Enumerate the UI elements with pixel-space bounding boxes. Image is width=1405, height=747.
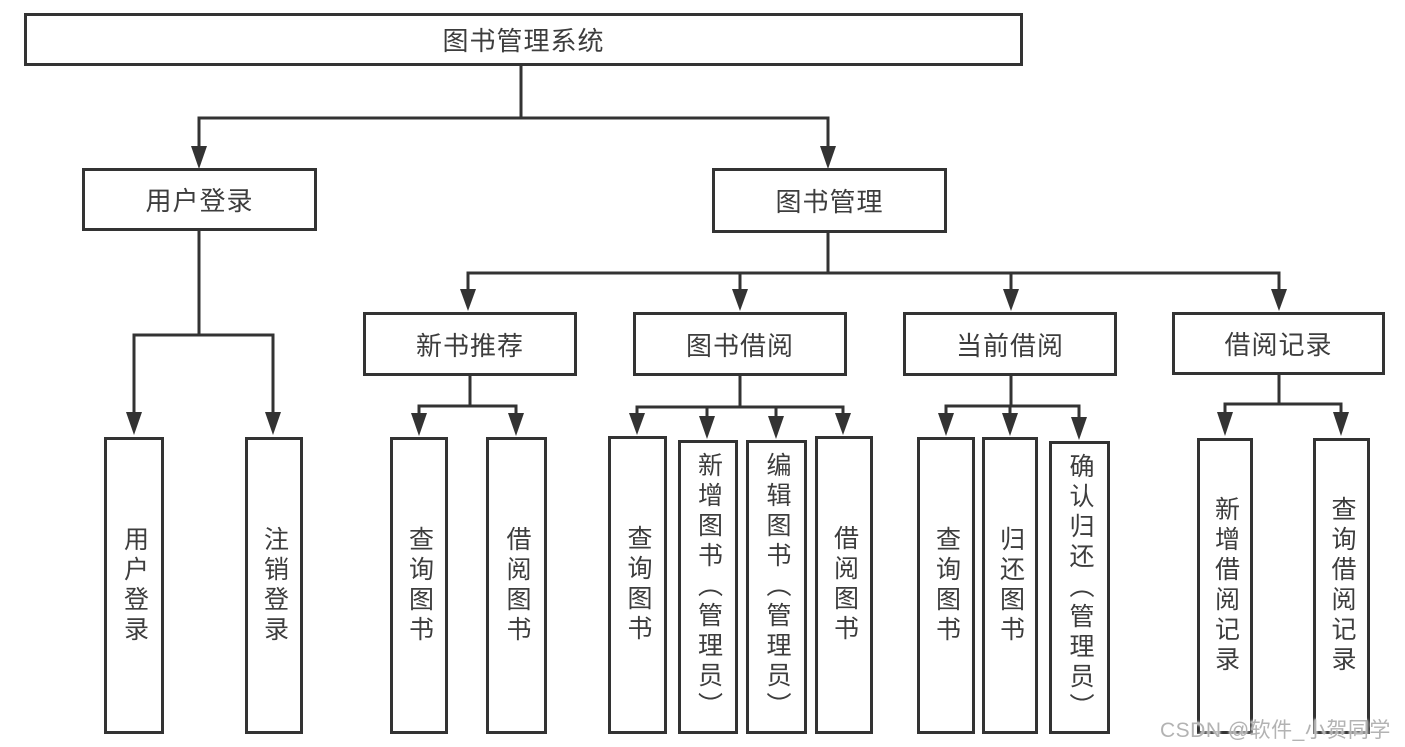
node-user-login: 用户登录 bbox=[82, 168, 317, 231]
leaf-query-books-recommend: 查询图书 bbox=[390, 437, 448, 734]
node-book-borrow: 图书借阅 bbox=[633, 312, 847, 376]
leaf-borrow-books-borrow: 借阅图书 bbox=[815, 436, 873, 734]
leaf-confirm-return-admin: 确认归还（管理员） bbox=[1049, 441, 1110, 734]
leaf-logout: 注销登录 bbox=[245, 437, 303, 734]
node-new-book-recommend: 新书推荐 bbox=[363, 312, 577, 376]
leaf-return-book: 归还图书 bbox=[982, 437, 1038, 734]
leaf-query-books-current: 查询图书 bbox=[917, 437, 975, 734]
leaf-add-borrow-record: 新增借阅记录 bbox=[1197, 438, 1253, 734]
node-book-management: 图书管理 bbox=[712, 168, 947, 233]
node-current-borrow: 当前借阅 bbox=[903, 312, 1117, 376]
watermark: CSDN @软件_小贺同学 bbox=[1160, 719, 1391, 742]
leaf-add-book-admin: 新增图书（管理员） bbox=[678, 440, 738, 734]
leaf-query-books-borrow: 查询图书 bbox=[608, 436, 667, 734]
node-borrow-records: 借阅记录 bbox=[1172, 312, 1385, 375]
leaf-query-borrow-record: 查询借阅记录 bbox=[1313, 438, 1370, 734]
node-root: 图书管理系统 bbox=[24, 13, 1023, 66]
leaf-borrow-books-recommend: 借阅图书 bbox=[486, 437, 547, 734]
leaf-user-login: 用户登录 bbox=[104, 437, 164, 734]
leaf-edit-book-admin: 编辑图书（管理员） bbox=[746, 440, 807, 734]
